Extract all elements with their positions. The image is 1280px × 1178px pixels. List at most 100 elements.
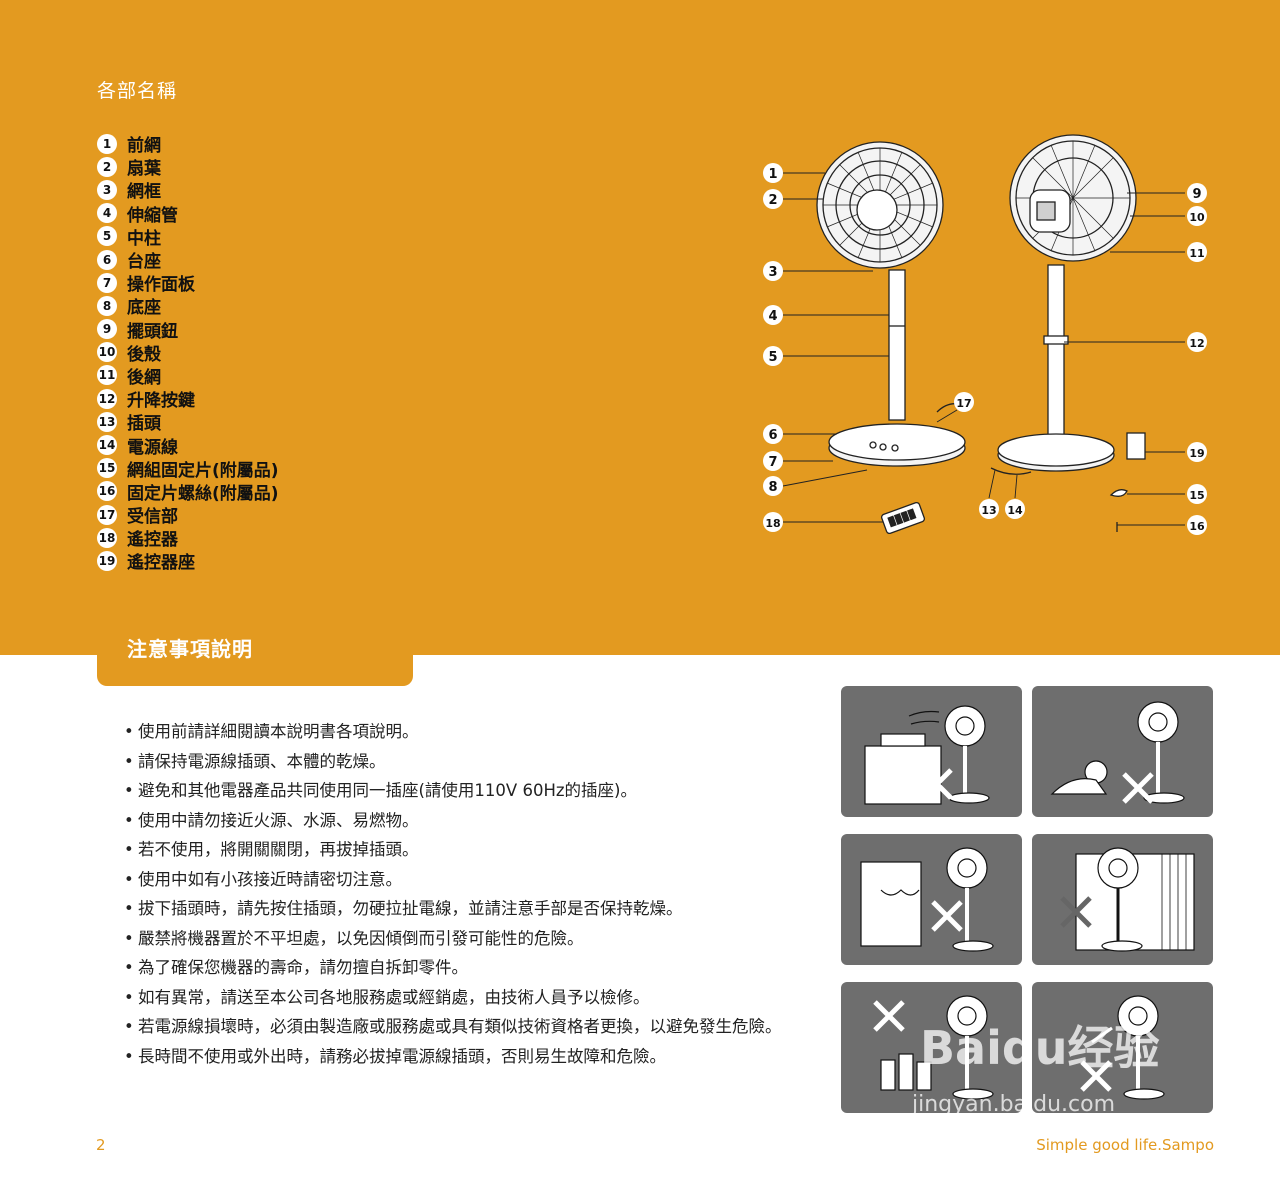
svg-text:10: 10 <box>1189 211 1205 224</box>
prohibited-cross-icon <box>921 768 953 800</box>
parts-list-item: 12 升降按鍵 <box>97 387 279 412</box>
part-number-badge: 9 <box>97 319 117 340</box>
callout-8: 8 <box>763 476 783 496</box>
part-label: 升降按鍵 <box>127 391 195 412</box>
callout-14: 14 <box>1005 499 1025 519</box>
callout-16: 16 <box>1187 515 1207 535</box>
part-number-badge: 10 <box>97 342 117 363</box>
callout-19: 19 <box>1187 442 1207 462</box>
brand-slogan: Simple good life.Sampo <box>1036 1136 1214 1154</box>
svg-text:9: 9 <box>1192 187 1201 202</box>
precaution-item: 使用中如有小孩接近時請密切注意。 <box>124 865 804 895</box>
svg-text:4: 4 <box>768 309 777 324</box>
part-number-badge: 19 <box>97 550 117 571</box>
warning-panel-heater <box>841 686 1022 817</box>
warning-panel-tools <box>1032 982 1213 1113</box>
svg-text:16: 16 <box>1189 520 1205 533</box>
precautions-title: 注意事項說明 <box>127 637 253 661</box>
prohibited-cross-icon <box>1080 1060 1112 1092</box>
precaution-item: 如有異常，請送至本公司各地服務處或經銷處，由技術人員予以檢修。 <box>124 983 804 1013</box>
svg-text:13: 13 <box>981 504 996 517</box>
part-label: 網框 <box>127 182 161 203</box>
part-label: 中柱 <box>127 228 161 249</box>
svg-text:18: 18 <box>765 517 780 530</box>
precaution-item: 若電源線損壞時，必須由製造廠或服務處或具有類似技術資格者更換，以避免發生危險。 <box>124 1012 804 1042</box>
parts-list-item: 1 前網 <box>97 132 279 157</box>
part-number-badge: 1 <box>97 133 117 154</box>
parts-list-item: 6 台座 <box>97 248 279 273</box>
precaution-item: 若不使用，將開關關閉，再拔掉插頭。 <box>124 835 804 865</box>
prohibited-cross-icon <box>1122 772 1154 804</box>
callout-5: 5 <box>763 346 783 366</box>
part-number-badge: 11 <box>97 365 117 386</box>
warning-panel-curtain <box>1032 834 1213 965</box>
back-fan-icon <box>990 134 1146 532</box>
part-label: 後網 <box>127 367 161 388</box>
part-label: 網組固定片(附屬品) <box>127 460 279 481</box>
part-label: 後殼 <box>127 344 161 365</box>
precaution-item: 避免和其他電器產品共同使用同一插座(請使用110V 60Hz的插座)。 <box>124 776 804 806</box>
precaution-item: 嚴禁將機器置於不平坦處，以免因傾倒而引發可能性的危險。 <box>124 924 804 954</box>
svg-text:15: 15 <box>1189 489 1204 502</box>
part-label: 台座 <box>127 252 161 273</box>
part-number-badge: 18 <box>97 527 117 548</box>
parts-list-item: 3 網框 <box>97 178 279 203</box>
callout-11: 11 <box>1187 242 1207 262</box>
parts-list-item: 2 扇葉 <box>97 155 279 180</box>
watermark-url: jingyan.baidu.com <box>912 1092 1116 1117</box>
part-number-badge: 6 <box>97 249 117 270</box>
part-number-badge: 8 <box>97 295 117 316</box>
part-number-badge: 12 <box>97 388 117 409</box>
part-number-badge: 3 <box>97 179 117 200</box>
svg-text:3: 3 <box>768 265 777 280</box>
parts-section-background <box>0 0 1280 655</box>
part-label: 前網 <box>127 136 161 157</box>
part-label: 底座 <box>127 298 161 319</box>
precaution-item: 長時間不使用或外出時，請務必拔掉電源線插頭，否則易生故障和危險。 <box>124 1042 804 1072</box>
warning-panel-window <box>841 834 1022 965</box>
page-number: 2 <box>96 1136 106 1154</box>
part-number-badge: 2 <box>97 156 117 177</box>
parts-list-item: 5 中柱 <box>97 225 279 249</box>
parts-list-item: 10 後殼 <box>97 341 279 365</box>
callout-12: 12 <box>1187 332 1207 352</box>
precaution-item: 使用中請勿接近火源、水源、易燃物。 <box>124 806 804 836</box>
svg-text:6: 6 <box>768 428 777 443</box>
svg-text:12: 12 <box>1189 337 1204 350</box>
part-label: 受信部 <box>127 507 178 528</box>
warning-panel-flammables <box>841 982 1022 1113</box>
part-label: 擺頭鈕 <box>127 321 178 342</box>
svg-text:2: 2 <box>768 193 777 208</box>
svg-text:19: 19 <box>1189 447 1204 460</box>
part-number-badge: 4 <box>97 203 117 224</box>
parts-list-item: 19 遙控器座 <box>97 549 279 574</box>
precautions-title-tab: 注意事項說明 <box>97 622 413 686</box>
svg-text:11: 11 <box>1189 247 1204 260</box>
callout-4: 4 <box>763 305 783 325</box>
callout-7: 7 <box>763 451 783 471</box>
part-number-badge: 17 <box>97 504 117 525</box>
part-label: 操作面板 <box>127 275 195 296</box>
part-label: 固定片螺絲(附屬品) <box>127 483 279 504</box>
part-number-badge: 14 <box>97 435 117 456</box>
parts-list-item: 8 底座 <box>97 294 279 319</box>
callout-18: 18 <box>763 512 783 532</box>
callout-10: 10 <box>1187 206 1207 226</box>
callout-1: 1 <box>763 163 783 183</box>
parts-list-item: 17 受信部 <box>97 503 279 528</box>
prohibited-cross-icon <box>931 900 963 932</box>
part-number-badge: 5 <box>97 226 117 247</box>
callout-6: 6 <box>763 424 783 444</box>
part-label: 遙控器座 <box>127 553 195 574</box>
warning-panel-child <box>1032 686 1213 817</box>
part-label: 扇葉 <box>127 159 161 180</box>
parts-section-title: 各部名稱 <box>97 80 178 102</box>
